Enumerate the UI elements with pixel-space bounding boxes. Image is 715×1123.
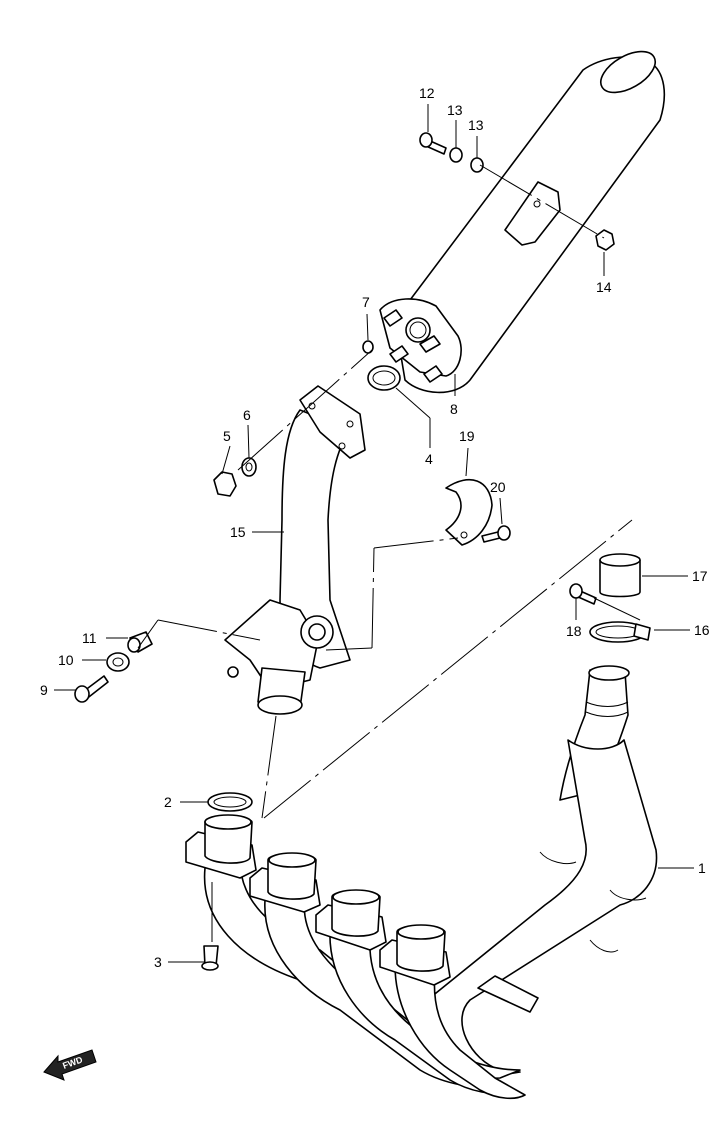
callout-14: 14 bbox=[596, 279, 612, 295]
callout-8: 8 bbox=[450, 401, 458, 417]
cushion-11[interactable] bbox=[127, 631, 153, 653]
callout-9: 9 bbox=[40, 682, 48, 698]
washer-13b[interactable] bbox=[470, 157, 484, 173]
leader-lines bbox=[54, 104, 694, 963]
gasket-7[interactable] bbox=[362, 340, 374, 354]
callout-6: 6 bbox=[243, 407, 251, 423]
callout-2: 2 bbox=[164, 794, 172, 810]
connecting-pipe[interactable] bbox=[224, 385, 366, 715]
gasket-4[interactable] bbox=[367, 365, 401, 391]
callout-15: 15 bbox=[230, 524, 246, 540]
bolt-18[interactable] bbox=[569, 583, 597, 605]
exhaust-header[interactable] bbox=[185, 665, 658, 1100]
callout-labels: 1 2 3 4 5 6 7 8 9 10 11 12 13 13 14 15 1… bbox=[40, 85, 710, 970]
cover-19[interactable] bbox=[445, 478, 493, 546]
muffler[interactable] bbox=[379, 43, 666, 394]
assembly-guide-lines bbox=[137, 164, 641, 944]
callout-18: 18 bbox=[566, 623, 582, 639]
callout-13a: 13 bbox=[447, 102, 463, 118]
callout-1: 1 bbox=[698, 860, 706, 876]
bolt-20[interactable] bbox=[481, 525, 511, 543]
callout-13b: 13 bbox=[468, 117, 484, 133]
callout-7: 7 bbox=[362, 294, 370, 310]
callout-19: 19 bbox=[459, 428, 475, 444]
callout-10: 10 bbox=[58, 652, 74, 668]
sleeve-17[interactable] bbox=[599, 553, 641, 598]
washer-13a[interactable] bbox=[449, 147, 463, 163]
callout-3: 3 bbox=[154, 954, 162, 970]
fwd-arrow-icon: FWD bbox=[43, 1049, 97, 1081]
callout-12: 12 bbox=[419, 85, 435, 101]
clamp-16[interactable] bbox=[589, 621, 651, 643]
callout-16: 16 bbox=[694, 622, 710, 638]
callout-20: 20 bbox=[490, 479, 506, 495]
callout-4: 4 bbox=[425, 451, 433, 467]
callout-5: 5 bbox=[223, 428, 231, 444]
bolt-3[interactable] bbox=[201, 945, 219, 971]
nut-14[interactable] bbox=[595, 229, 615, 251]
bolt-12[interactable] bbox=[419, 132, 447, 155]
callout-11: 11 bbox=[82, 630, 97, 646]
gasket-2[interactable] bbox=[207, 792, 253, 812]
callout-17: 17 bbox=[692, 568, 708, 584]
collar-10[interactable] bbox=[106, 652, 130, 672]
nut-5[interactable] bbox=[213, 471, 237, 497]
bolt-9[interactable] bbox=[74, 675, 109, 703]
